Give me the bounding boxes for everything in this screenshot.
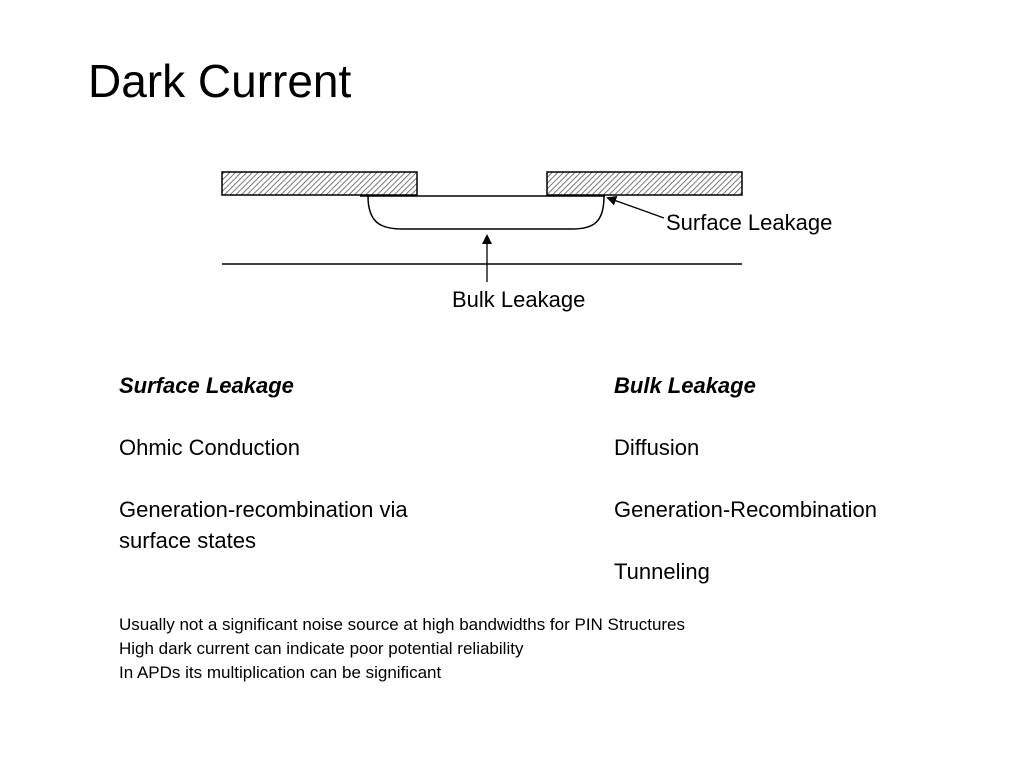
right-contact-pad <box>546 171 743 196</box>
surface-leakage-label: Surface Leakage <box>666 210 832 235</box>
note-line: In APDs its multiplication can be signif… <box>119 663 442 682</box>
note-line: Usually not a significant noise source a… <box>119 615 686 634</box>
surface-leakage-arrow <box>606 195 665 219</box>
surface-leakage-item: Ohmic Conduction <box>119 435 300 460</box>
left-contact-pad <box>221 171 418 196</box>
note-line: High dark current can indicate poor pote… <box>119 639 524 658</box>
surface-leakage-item: Generation-recombination via surface sta… <box>119 497 408 553</box>
surface-leakage-column: Surface Leakage Ohmic Conduction Generat… <box>119 370 539 587</box>
bulk-leakage-item: Generation-Recombination <box>614 497 877 522</box>
junction-region <box>367 195 605 230</box>
bulk-leakage-item: Diffusion <box>614 435 700 460</box>
notes-block: Usually not a significant noise source a… <box>119 613 685 685</box>
surface-leakage-heading: Surface Leakage <box>119 373 294 398</box>
device-cross-section-diagram: Surface Leakage Bulk Leakage <box>221 171 832 312</box>
bulk-leakage-column: Bulk Leakage Diffusion Generation-Recomb… <box>614 370 1014 618</box>
bulk-leakage-label: Bulk Leakage <box>452 287 585 312</box>
bulk-leakage-item: Tunneling <box>614 559 710 584</box>
bulk-leakage-heading: Bulk Leakage <box>614 373 756 398</box>
slide-title: Dark Current <box>88 55 352 107</box>
